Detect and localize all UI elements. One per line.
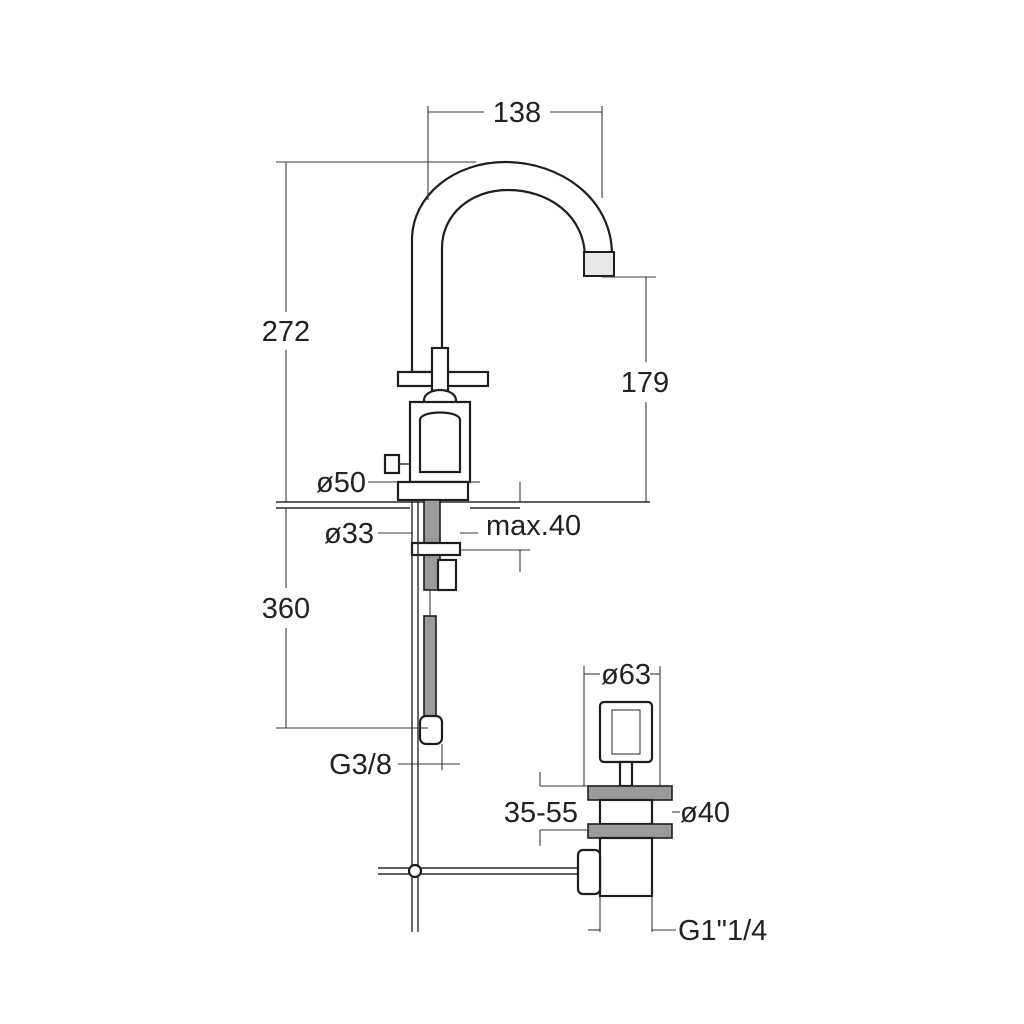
spout-height-label: 179	[621, 367, 669, 399]
dim-hose-length	[276, 508, 428, 729]
supply-hose	[418, 590, 444, 746]
dim-waste-thread	[588, 896, 676, 932]
faucet-body	[383, 400, 472, 502]
max-deck-label: max.40	[486, 510, 581, 542]
pop-up-linkage	[378, 500, 580, 932]
hose-connector	[418, 714, 444, 746]
overall-height-label: 272	[262, 316, 310, 348]
waste-body	[598, 836, 654, 898]
shank-diameter-label: ø33	[324, 518, 374, 550]
waste-plug-diameter-label: ø40	[680, 797, 730, 829]
waste-flange	[587, 785, 673, 801]
hose-connection-label: G3/8	[329, 749, 392, 781]
dim-waste-diameter	[583, 666, 661, 786]
waste-diameter-label: ø63	[601, 659, 651, 691]
mounting-nut	[410, 541, 462, 557]
faucet-base	[396, 480, 470, 502]
dim-waste-range	[539, 772, 588, 846]
dim-max-deck	[460, 482, 530, 572]
dim-spout-height	[602, 276, 656, 502]
cross-handle	[396, 346, 490, 412]
pop-up-rod-knob	[383, 453, 401, 475]
threaded-shank	[410, 499, 462, 592]
spout-aerator	[583, 251, 615, 277]
hose-length-label: 360	[262, 593, 310, 625]
waste-plug-head	[598, 700, 654, 764]
dim-spout-reach	[427, 106, 603, 200]
waste-range-label: 35-55	[504, 797, 578, 829]
waste-valve	[576, 700, 673, 898]
faucet-spout	[410, 160, 615, 374]
waste-thread-label: G1"1/4	[678, 915, 767, 947]
base-diameter-label: ø50	[316, 467, 366, 499]
spout-reach-label: 138	[493, 97, 541, 129]
dim-overall-height	[276, 161, 476, 502]
waste-linkage-connector	[576, 848, 602, 896]
